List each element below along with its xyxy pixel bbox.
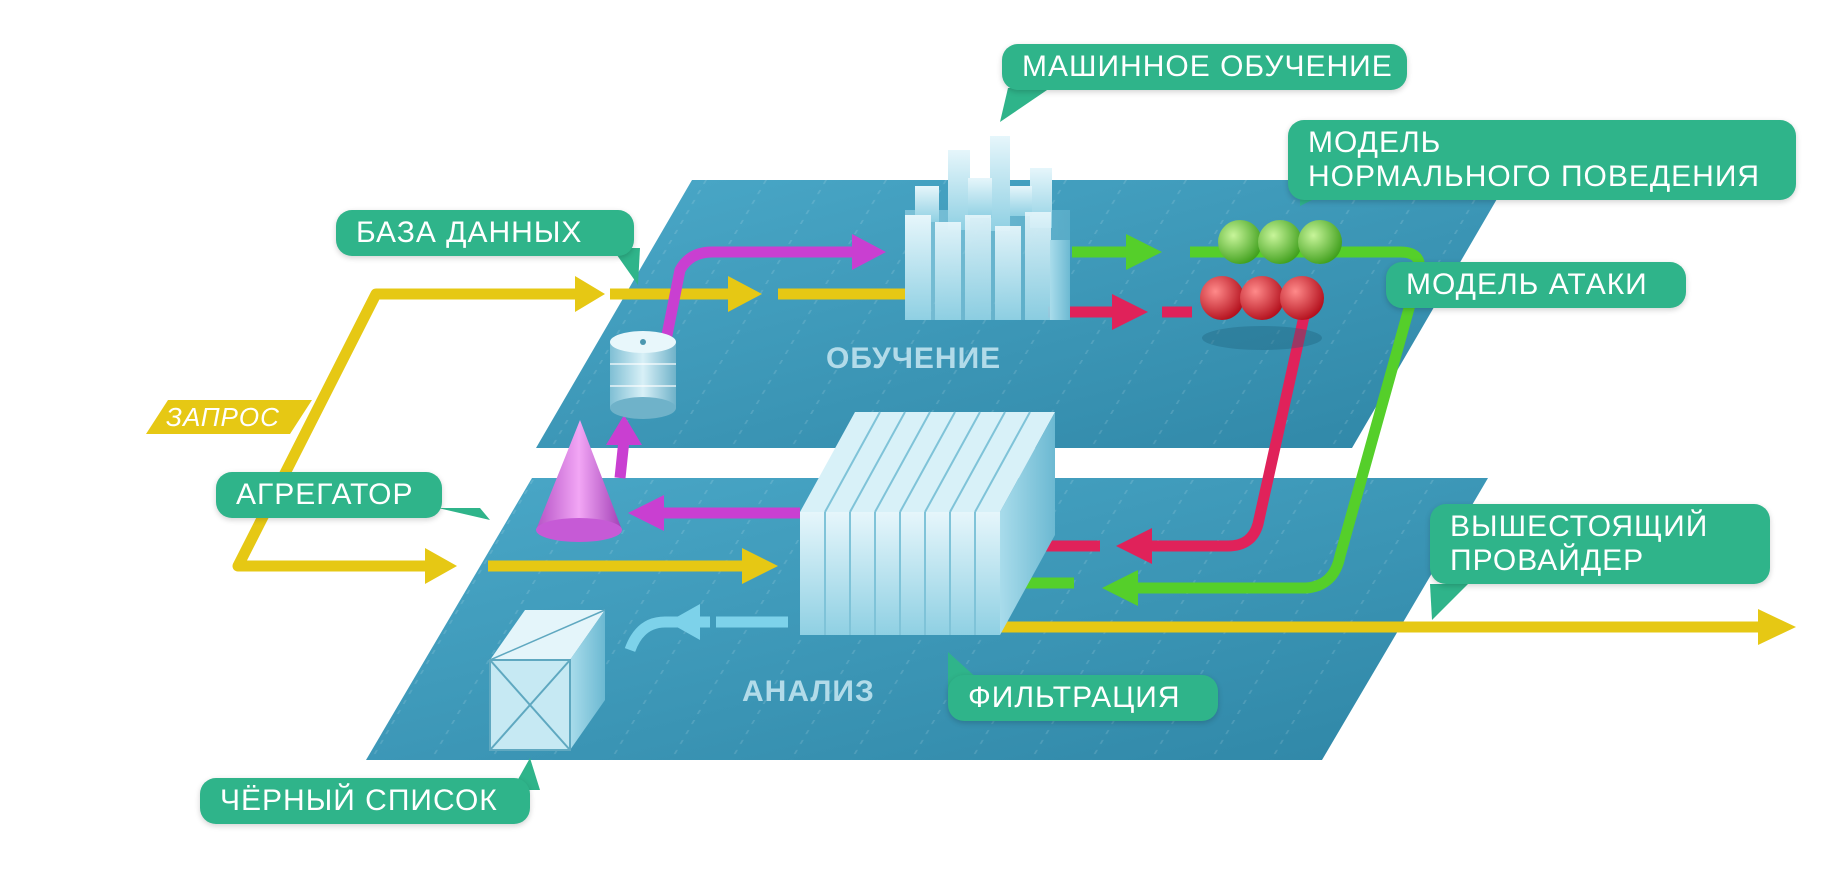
- aggregator-label: АГРЕГАТОР: [236, 478, 414, 511]
- database-icon: [610, 331, 676, 419]
- ml-callout: МАШИННОЕ ОБУЧЕНИЕ: [1002, 44, 1407, 90]
- attack-model-label: МОДЕЛЬ АТАКИ: [1406, 268, 1648, 301]
- request-tag: [146, 400, 312, 434]
- blacklist-box-icon: [489, 609, 606, 751]
- blacklist-flow: [624, 604, 788, 653]
- upstream-label-line2: ПРОВАЙДЕР: [1450, 544, 1645, 577]
- db-flow: [606, 234, 886, 531]
- ml-blocks-icon: [905, 136, 1070, 320]
- database-callout: БАЗА ДАННЫХ: [336, 210, 634, 256]
- upstream-label-line1: ВЫШЕСТОЯЩИЙ: [1450, 510, 1709, 543]
- filtering-label: ФИЛЬТРАЦИЯ: [968, 681, 1181, 714]
- attack-model-callout: МОДЕЛЬ АТАКИ: [1386, 262, 1686, 308]
- ml-label: МАШИННОЕ ОБУЧЕНИЕ: [1022, 50, 1393, 83]
- training-plane-label: ОБУЧЕНИЕ: [826, 342, 1002, 375]
- normal-model-label-line1: МОДЕЛЬ: [1308, 126, 1442, 159]
- filtering-callout: ФИЛЬТРАЦИЯ: [948, 675, 1218, 721]
- blacklist-callout: ЧЁРНЫЙ СПИСОК: [200, 778, 530, 824]
- attack-model-spheres: [1200, 276, 1324, 350]
- aggregator-callout: АГРЕГАТОР: [216, 472, 442, 518]
- attack-flow: [1042, 294, 1311, 564]
- normal-flow: [1022, 234, 1425, 606]
- cone-icon: [536, 420, 622, 542]
- filter-block-icon: [800, 411, 1055, 635]
- database-label: БАЗА ДАННЫХ: [356, 216, 583, 249]
- normal-model-callout: МОДЕЛЬ НОРМАЛЬНОГО ПОВЕДЕНИЯ: [1288, 120, 1796, 200]
- normal-model-spheres: [1218, 220, 1342, 264]
- normal-model-label-line2: НОРМАЛЬНОГО ПОВЕДЕНИЯ: [1308, 160, 1761, 193]
- blacklist-label: ЧЁРНЫЙ СПИСОК: [220, 784, 498, 817]
- request-label: ЗАПРОС: [166, 402, 280, 432]
- analysis-plane-label: АНАЛИЗ: [742, 675, 875, 708]
- upstream-provider-callout: ВЫШЕСТОЯЩИЙ ПРОВАЙДЕР: [1430, 504, 1770, 584]
